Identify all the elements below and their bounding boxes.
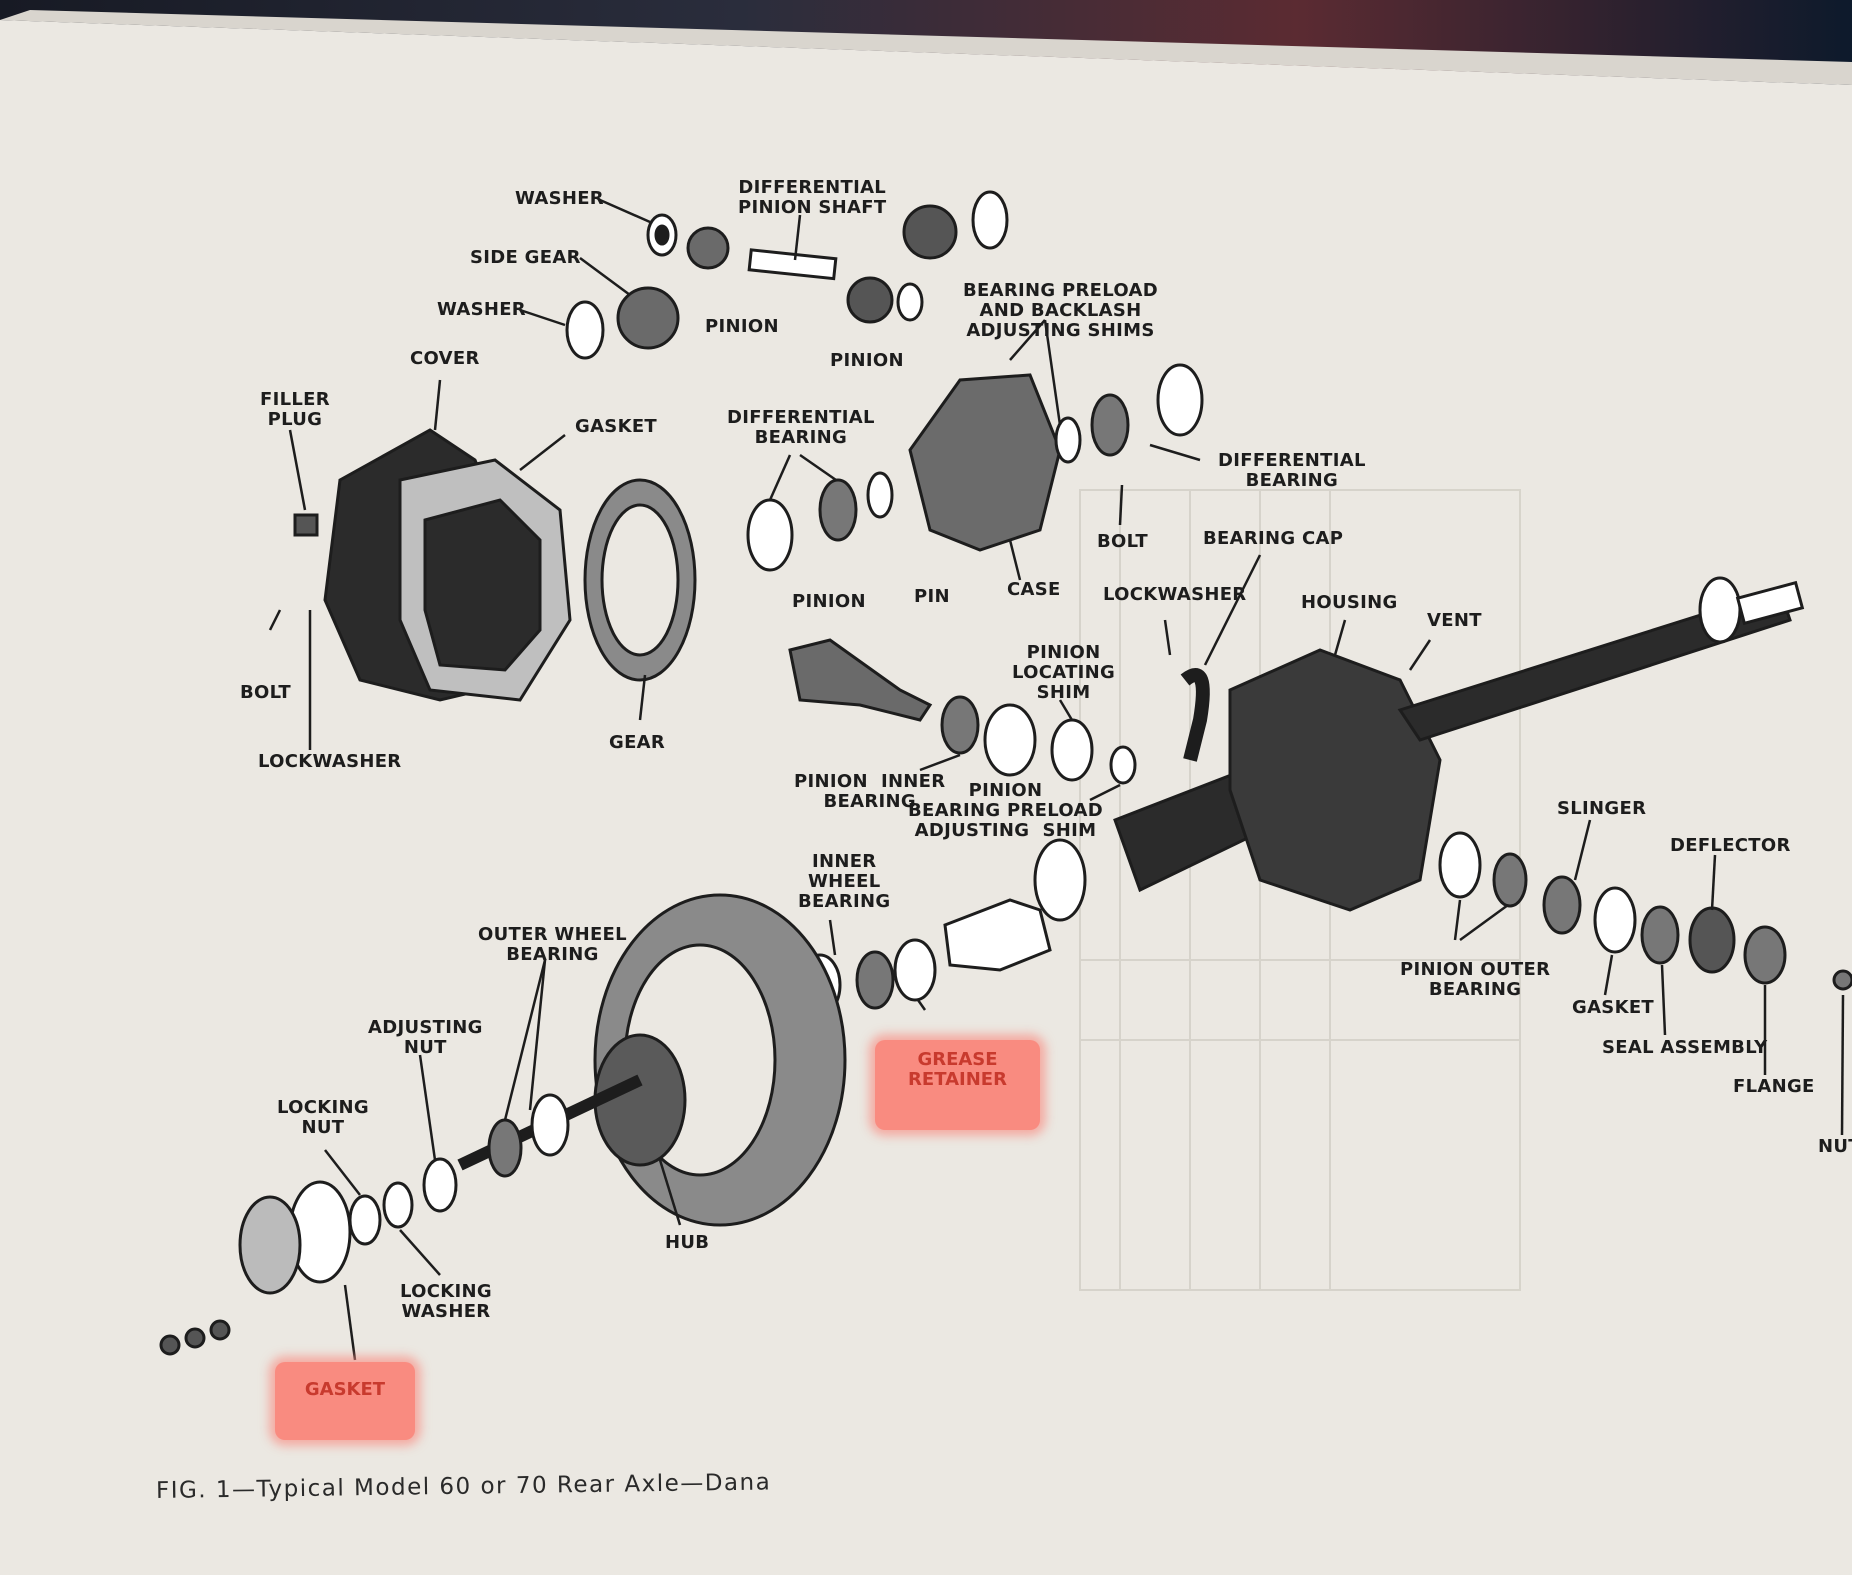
- label-side-gear: SIDE GEAR: [470, 247, 581, 268]
- label-pinion-gear-right: PINION: [830, 350, 904, 371]
- label-vent: VENT: [1427, 610, 1482, 631]
- label-housing: HOUSING: [1301, 592, 1398, 613]
- label-outer-wheel-bearing: OUTER WHEEL BEARING: [478, 924, 627, 965]
- pinion-locating-shim-part: [1050, 718, 1094, 782]
- label-bearing-preload-shims: BEARING PRELOAD AND BACKLASH ADJUSTING S…: [963, 280, 1158, 341]
- label-locking-nut: LOCKING NUT: [277, 1097, 369, 1138]
- label-gasket-pinion: GASKET: [1572, 997, 1654, 1018]
- highlight-grease-retainer: [875, 1040, 1040, 1130]
- label-washer-mid: WASHER: [437, 299, 526, 320]
- diff-cup-right-part: [1156, 363, 1204, 437]
- label-filler-plug: FILLER PLUG: [260, 389, 330, 430]
- paper-sheet: [0, 20, 1852, 1575]
- label-seal-assembly: SEAL ASSEMBLY: [1602, 1037, 1768, 1058]
- label-slinger: SLINGER: [1557, 798, 1647, 819]
- filler-plug-part: [293, 513, 319, 537]
- label-pinion-locating-shim: PINION LOCATING SHIM: [1012, 642, 1116, 703]
- pinion-shaft-part: [747, 248, 838, 281]
- housing-part: [1228, 648, 1442, 912]
- label-diff-bearing-right: DIFFERENTIAL BEARING: [1218, 450, 1366, 491]
- label-pinion-inner-bearing: PINION INNER BEARING: [794, 771, 946, 812]
- drive-pinion-part: [788, 638, 933, 722]
- label-hub: HUB: [665, 1232, 710, 1253]
- label-washer-top: WASHER: [515, 188, 604, 209]
- pinion-nut-part: [1832, 969, 1852, 991]
- label-pinion-bearing-preload-shim: PINION BEARING PRELOAD ADJUSTING SHIM: [908, 780, 1103, 841]
- highlight-gasket: [275, 1362, 415, 1440]
- pinion-flange-part: [1743, 925, 1787, 985]
- label-lockwasher-left: LOCKWASHER: [258, 751, 402, 772]
- label-bearing-cap: BEARING CAP: [1203, 528, 1344, 549]
- pinion-preload-shim-part: [1109, 745, 1137, 785]
- pinion-outer-bearing-part: [1492, 852, 1528, 908]
- label-gasket-cover: GASKET: [575, 416, 657, 437]
- slinger-part: [1542, 875, 1582, 935]
- washer-mid-part: [565, 300, 605, 360]
- pinion-outer-cup-part: [1438, 831, 1482, 899]
- label-diff-pinion-shaft: DIFFERENTIAL PINION SHAFT: [738, 177, 887, 218]
- spindle-part: [943, 898, 1052, 972]
- grease-retainer-label: GREASE RETAINER: [908, 1049, 1007, 1090]
- label-case: CASE: [1007, 579, 1061, 600]
- diff-case-part: [908, 373, 1062, 552]
- label-pinion-drive: PINION: [792, 591, 866, 612]
- deflector-part: [1688, 906, 1736, 974]
- side-gear-top-part: [686, 226, 730, 270]
- label-cover: COVER: [410, 348, 480, 369]
- page-edge-stack: [0, 10, 1852, 85]
- label-locking-washer: LOCKING WASHER: [400, 1281, 492, 1322]
- axle-flange-part: [238, 1195, 302, 1295]
- label-flange: FLANGE: [1733, 1076, 1815, 1097]
- label-diff-bearing-left: DIFFERENTIAL BEARING: [727, 407, 875, 448]
- gasket-hub-label: GASKET: [304, 1379, 386, 1400]
- label-gear: GEAR: [609, 732, 666, 753]
- pinion-inner-bearing-part: [940, 695, 980, 755]
- diff-bearing-right-part: [1090, 393, 1130, 457]
- label-bolt-left: BOLT: [240, 682, 291, 703]
- pinion-gear-part: [846, 276, 894, 324]
- label-lockwasher-right: LOCKWASHER: [1103, 584, 1247, 605]
- inner-wheel-bearing-part: [855, 950, 895, 1010]
- diff-bearing-left-part: [818, 478, 858, 542]
- thrust-washer-top-part: [971, 190, 1009, 250]
- bearing-cap-part: [1180, 668, 1210, 762]
- diff-cup-left-part: [746, 498, 794, 572]
- label-pinion-gear-left: PINION: [705, 316, 779, 337]
- label-inner-wheel-bearing: INNER WHEEL BEARING: [798, 851, 891, 912]
- label-pin: PIN: [914, 586, 950, 607]
- locking-nut-part: [348, 1194, 382, 1246]
- locking-washer-part: [382, 1181, 414, 1229]
- outer-wheel-bearing-cup-part: [530, 1093, 570, 1157]
- side-gear-part: [616, 286, 680, 350]
- label-nut: NUT: [1818, 1136, 1852, 1157]
- label-adjusting-nut: ADJUSTING NUT: [368, 1017, 483, 1058]
- pinion-gasket-part: [1593, 886, 1637, 954]
- axle-tube-right-part: [1397, 588, 1792, 742]
- label-pinion-outer-bearing: PINION OUTER BEARING: [1400, 959, 1551, 1000]
- adjusting-nut-part: [422, 1157, 458, 1213]
- seal-assembly-part: [1640, 905, 1680, 965]
- grease-retainer-part: [893, 938, 937, 1002]
- pinion-gear-top-part: [902, 204, 958, 260]
- outer-wheel-bearing-part: [487, 1118, 523, 1178]
- label-bolt-right: BOLT: [1097, 531, 1148, 552]
- label-deflector: DEFLECTOR: [1670, 835, 1791, 856]
